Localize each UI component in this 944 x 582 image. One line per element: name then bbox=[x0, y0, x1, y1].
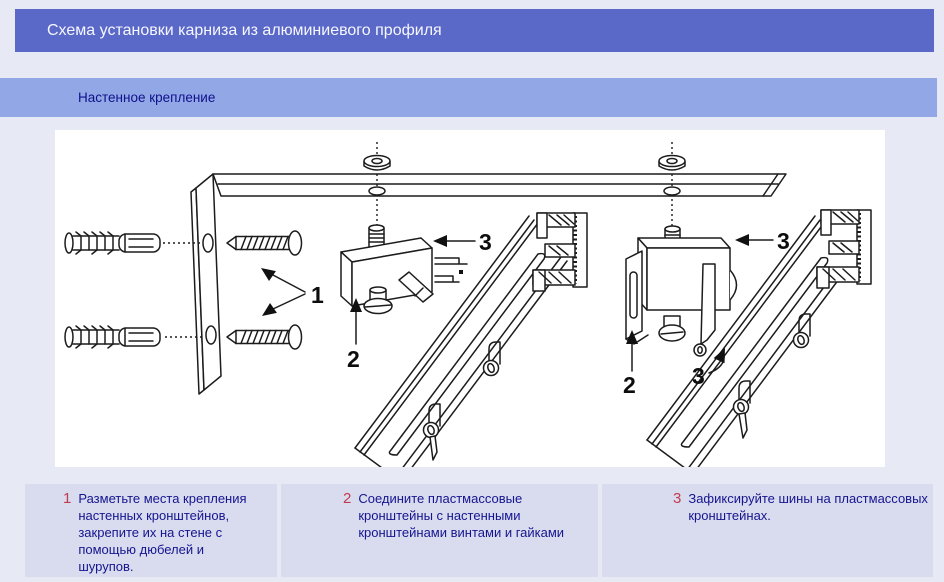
diagram-label-2: 2 bbox=[347, 346, 360, 372]
plastic-bracket-middle bbox=[340, 224, 468, 315]
callout-step1: 1 bbox=[257, 263, 324, 321]
screw-bottom bbox=[226, 324, 303, 350]
instructions-strip: 1 Разметьте места крепления настенных кр… bbox=[25, 484, 933, 577]
step-number: 1 bbox=[63, 490, 72, 507]
diagram-panel: 1 3 2 bbox=[55, 130, 885, 483]
callout-step3-right: 3 bbox=[735, 228, 790, 254]
step-number: 2 bbox=[343, 490, 352, 507]
diagram-label-3: 3 bbox=[777, 228, 790, 254]
screw-top bbox=[226, 230, 303, 256]
diagram-label-3: 3 bbox=[692, 363, 705, 389]
rail-cross-section-right bbox=[815, 208, 873, 290]
installation-diagram-svg: 1 3 2 bbox=[64, 142, 873, 483]
callout-step3-middle: 3 bbox=[433, 229, 492, 255]
plastic-bracket-right bbox=[625, 225, 738, 357]
page-title: Схема установки карниза из алюминиевого … bbox=[15, 9, 934, 52]
section-header: Настенное крепление bbox=[0, 78, 937, 117]
hex-nut-middle bbox=[363, 142, 391, 226]
wall-dowel-bottom bbox=[64, 325, 204, 349]
glider-hook bbox=[482, 341, 501, 377]
diagram-label-2: 2 bbox=[623, 372, 636, 398]
instruction-step-1: 1 Разметьте места крепления настенных кр… bbox=[25, 484, 277, 577]
bracket-bolt-middle bbox=[368, 224, 385, 248]
hex-nut-right bbox=[658, 142, 686, 227]
rail-right bbox=[646, 208, 873, 475]
callout-step3-curved: 3 bbox=[692, 345, 731, 389]
glider-hook bbox=[732, 380, 751, 439]
diagram-label-3: 3 bbox=[479, 229, 492, 255]
bracket-hole-bottom bbox=[205, 325, 217, 345]
step-number: 3 bbox=[673, 490, 682, 507]
arm-hole-right bbox=[663, 186, 681, 196]
section-header-text: Настенное крепление bbox=[78, 90, 216, 105]
arm-hole-middle bbox=[368, 186, 386, 196]
wall-arm bbox=[212, 173, 787, 197]
glider-hook bbox=[792, 313, 811, 349]
step-text: Соедините пластмассовые кронштейны с нас… bbox=[358, 491, 565, 540]
callout-step2-middle: 2 bbox=[347, 298, 362, 372]
wall-dowel-top bbox=[64, 231, 201, 255]
instruction-step-3: 3 Зафиксируйте шины на пластмассовых кро… bbox=[602, 484, 933, 577]
bracket-hole-top bbox=[202, 233, 214, 253]
wall-bracket-plate bbox=[190, 173, 222, 395]
glider-hook bbox=[422, 403, 441, 461]
diagram-label-1: 1 bbox=[311, 282, 324, 308]
page-title-text: Схема установки карниза из алюминиевого … bbox=[47, 22, 442, 39]
rail-cross-section-middle bbox=[531, 211, 589, 293]
step-text: Зафиксируйте шины на пластмассовых кронш… bbox=[688, 491, 928, 523]
instruction-step-2: 2 Соедините пластмассовые кронштейны с н… bbox=[281, 484, 598, 577]
callout-step2-right: 2 bbox=[623, 330, 638, 398]
rail-middle bbox=[354, 211, 589, 483]
step-text: Разметьте места крепления настенных крон… bbox=[78, 491, 247, 574]
